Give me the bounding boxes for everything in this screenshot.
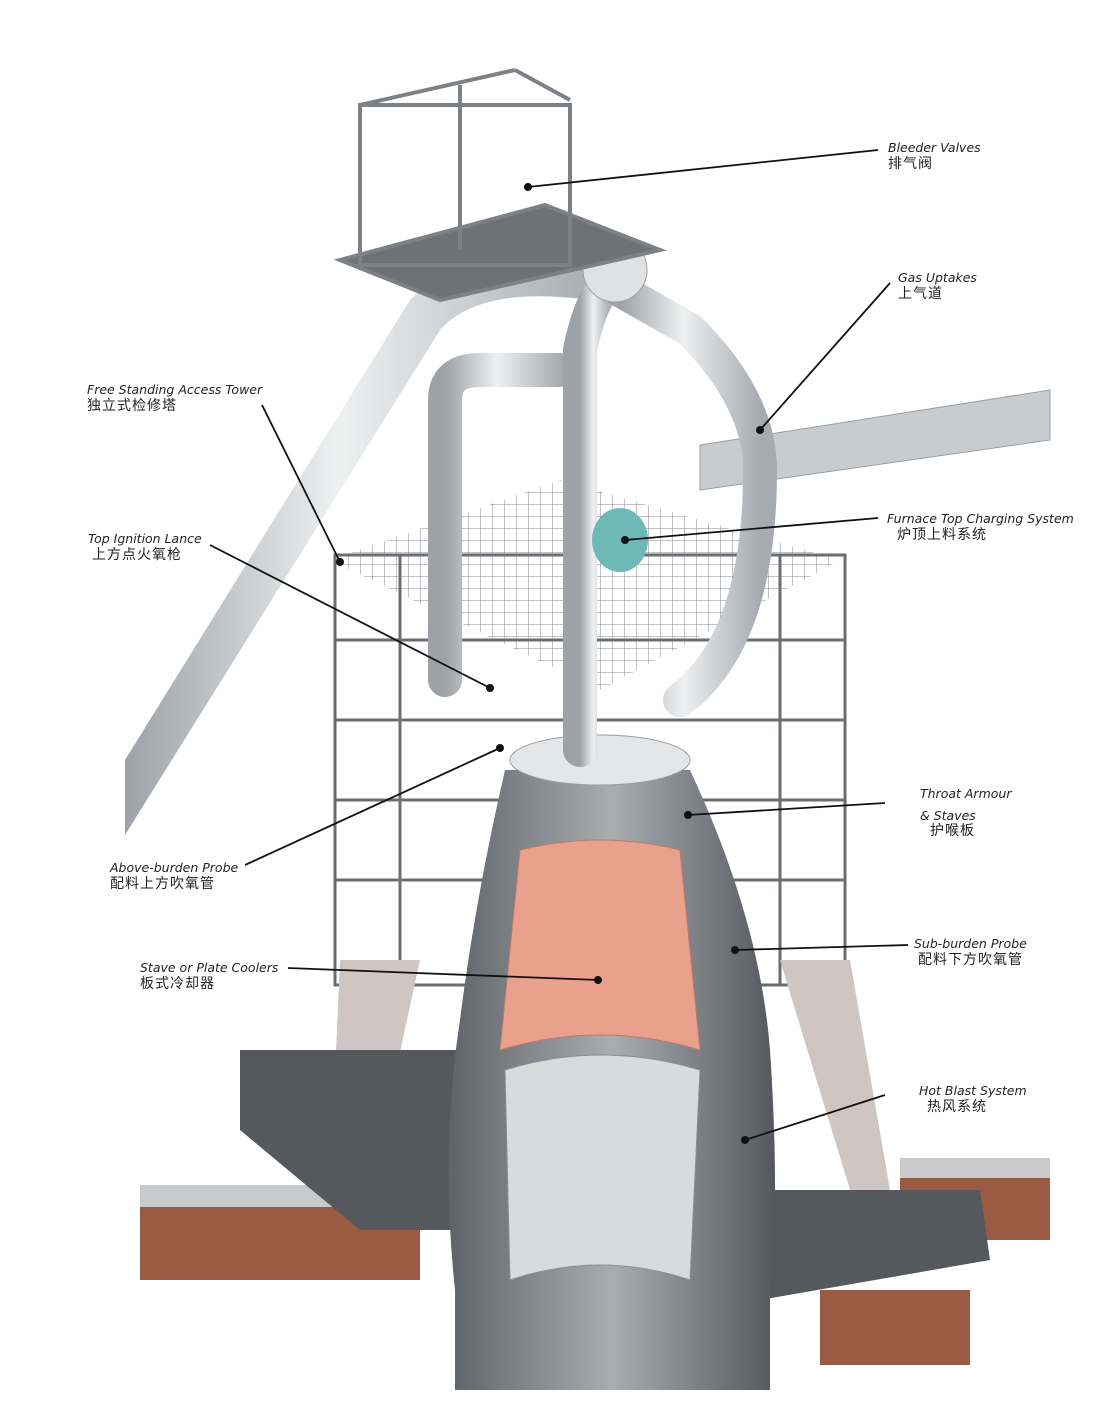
label-top-ignition-lance: Top Ignition Lance 上方点火氧枪 xyxy=(88,531,202,564)
label-en: Hot Blast System xyxy=(919,1083,1027,1098)
label-sub-burden-probe: Sub-burden Probe 配料下方吹氧管 xyxy=(914,936,1027,969)
label-gas-uptakes: Gas Uptakes 上气道 xyxy=(898,270,977,303)
label-zh: 上气道 xyxy=(898,285,943,302)
leader-lines xyxy=(209,149,909,1141)
label-above-burden-probe: Above-burden Probe 配料上方吹氧管 xyxy=(110,860,238,893)
label-free-standing-access-tower: Free Standing Access Tower 独立式检修塔 xyxy=(87,382,262,415)
label-en: Bleeder Valves xyxy=(888,140,981,155)
label-en: Gas Uptakes xyxy=(898,270,977,285)
label-zh: 排气阀 xyxy=(888,155,933,172)
label-en: Stave or Plate Coolers xyxy=(140,960,279,975)
label-stave-or-plate-coolers: Stave or Plate Coolers 板式冷却器 xyxy=(140,960,278,993)
label-zh: 板式冷却器 xyxy=(140,975,215,992)
stave-coolers xyxy=(499,839,701,1051)
label-en: Sub-burden Probe xyxy=(914,936,1027,951)
label-zh: 上方点火氧枪 xyxy=(92,546,182,563)
label-zh: 热风系统 xyxy=(927,1098,987,1115)
label-en: Top Ignition Lance xyxy=(88,531,202,546)
label-en: Above-burden Probe xyxy=(110,860,239,875)
label-furnace-top-charging-system: Furnace Top Charging System 炉顶上料系统 xyxy=(887,511,1074,544)
cast-house-platform-left xyxy=(240,1050,480,1230)
charging-system xyxy=(592,508,648,572)
leader-dots xyxy=(336,183,764,1144)
gas-main-pipe xyxy=(699,389,1051,491)
bleeder-frame xyxy=(333,68,667,303)
support-leg-right xyxy=(780,960,890,1190)
label-zh: 配料上方吹氧管 xyxy=(110,875,215,892)
label-en: Free Standing Access Tower xyxy=(87,382,263,397)
label-en-line2: & Staves xyxy=(920,807,976,823)
label-en: Furnace Top Charging System xyxy=(887,511,1074,526)
hearth-refractory xyxy=(504,1054,701,1281)
label-zh: 护喉板 xyxy=(930,823,975,840)
label-zh: 炉顶上料系统 xyxy=(897,526,987,543)
label-hot-blast-system: Hot Blast System 热风系统 xyxy=(919,1083,1027,1116)
label-zh: 配料下方吹氧管 xyxy=(918,951,1023,968)
label-bleeder-valves: Bleeder Valves 排气阀 xyxy=(888,140,981,173)
furnace-top-cone xyxy=(509,734,691,786)
label-throat-armour: Throat Armour & Staves 护喉板 xyxy=(920,786,1011,841)
label-en: Throat Armour xyxy=(920,786,1012,801)
label-zh: 独立式检修塔 xyxy=(87,397,177,414)
